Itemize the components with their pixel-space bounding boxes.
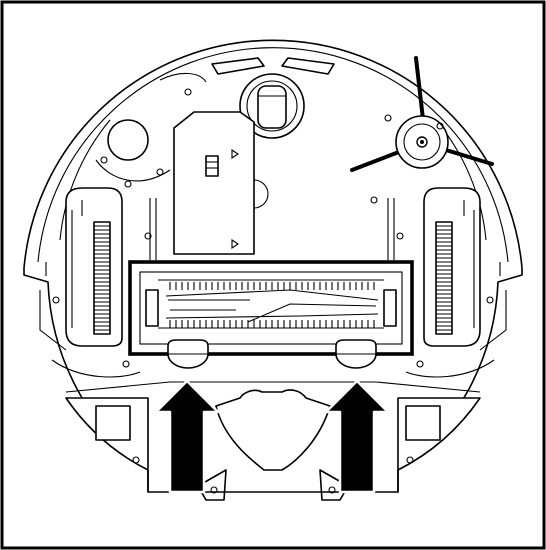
up-arrow-icon-right (324, 379, 390, 494)
side-rails (39, 198, 507, 378)
caster-wheel-icon (239, 73, 305, 139)
rear-section (65, 381, 481, 501)
left-drive-wheel-icon (65, 187, 123, 347)
front-flaps (211, 57, 335, 75)
main-brush-icon (128, 260, 414, 356)
up-arrow-icon-left (154, 379, 220, 494)
brush-release-tabs (167, 339, 377, 369)
left-sensor-area (95, 72, 207, 182)
mount-screws (52, 180, 494, 368)
right-drive-wheel-icon (423, 187, 481, 347)
battery-cover (173, 111, 269, 255)
side-brush-icon (350, 56, 494, 172)
